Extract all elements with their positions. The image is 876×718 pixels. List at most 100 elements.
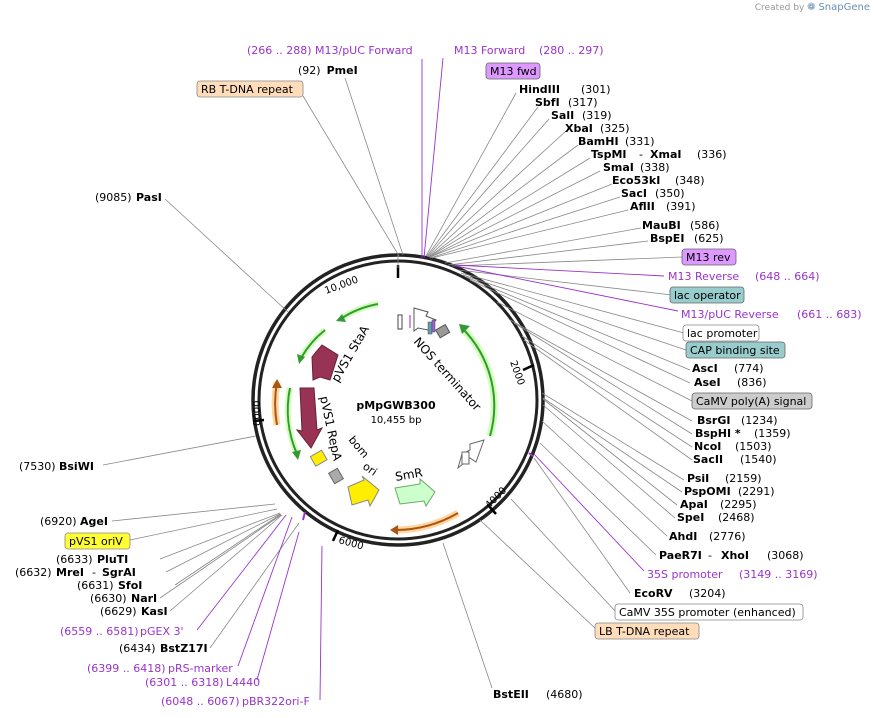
feature-box-label-camv35s: CaMV 35S promoter (enhanced) <box>619 606 796 619</box>
site-pos-pmei: (92) <box>298 64 321 77</box>
site-name-bsteii: BstEII <box>493 688 529 701</box>
site-tick-pvs1oriv <box>302 511 306 521</box>
feature-arc-green-left-mid-core <box>286 387 298 455</box>
feature-arc-green-top-left-head <box>336 314 346 322</box>
primer-name-m13-forward: M13 Forward <box>454 44 525 57</box>
feature-pvs1-staa-arrow <box>311 344 339 381</box>
site-pos-apai: (2295) <box>720 498 757 511</box>
site-name-agei: AgeI <box>80 515 108 528</box>
site-name-tspmi: TspMI <box>591 148 627 161</box>
site-pos-smai: (338) <box>640 161 670 174</box>
ruler-label-6000: 6000 <box>337 535 364 552</box>
site-name-eco53ki: Eco53kI <box>612 174 660 187</box>
site-pos-kasi: (6629) <box>100 605 137 618</box>
site-name-mrei: MreI <box>56 566 84 579</box>
site-name-sfoi: SfoI <box>118 579 142 592</box>
feature-yellow-box <box>309 449 328 467</box>
plasmid-name: pMpGWB300 <box>356 399 436 412</box>
feature-arc-green-right-core <box>461 327 496 437</box>
feature-arc-orange-bottom-head <box>390 525 398 535</box>
site-pos-ahdi: (2776) <box>709 530 746 543</box>
site-pos-pluti: (6633) <box>56 553 93 566</box>
site-name-pspomi: PspOMI <box>684 485 731 498</box>
feature-bom <box>327 467 345 485</box>
site-name-sbfi: SbfI <box>535 96 560 109</box>
feature-small-purple <box>431 319 436 333</box>
primer-pos-35s-promoter: (3149 .. 3169) <box>739 568 818 581</box>
feature-arc-orange-bottom <box>395 509 460 534</box>
site-name-bsphi: BspHI * <box>695 427 741 440</box>
primer-name-m13-puc-forward: M13/pUC Forward <box>315 44 413 57</box>
feature-arc-green-right-head <box>459 324 470 334</box>
site-pos-saci: (350) <box>655 187 685 200</box>
brand-created-by: Created by <box>754 3 805 13</box>
feature-smr-arrow <box>394 477 436 508</box>
feature-arc-green-right <box>459 325 498 437</box>
site-tick-right-1 <box>528 452 534 457</box>
site-name-bsrgi: BsrGI <box>697 414 730 427</box>
feature-arc-green-left-top-head <box>297 354 305 364</box>
site-pos-bstz17i: (6434) <box>119 642 156 655</box>
feature-box-label-pvs1-oriv: pVS1 oriV <box>69 535 123 548</box>
site-name-apai: ApaI <box>680 498 708 511</box>
feature-box-lb-tdna <box>594 622 700 640</box>
feature-label-smr: SmR <box>394 465 424 484</box>
feature-box-m13-rev <box>681 248 737 266</box>
site-name-asci: AscI <box>692 362 718 375</box>
site-pos-ncoi: (1503) <box>735 440 772 453</box>
primer-name-m13-reverse: M13 Reverse <box>668 270 739 283</box>
site-name-pasi: PasI <box>136 191 162 204</box>
feature-small-teal <box>427 321 433 335</box>
feature-box-label-rb-tdna: RB T-DNA repeat <box>201 83 294 96</box>
site-name-ahdi: AhdI <box>669 530 697 543</box>
site-name-bstz17i: BstZ17I <box>160 642 208 655</box>
primer-pos-m13-reverse: (648 .. 664) <box>755 270 820 283</box>
primer-pos-prs-marker: (6399 .. 6418) <box>87 662 166 675</box>
primer-pos-m13-puc-forward: (266 .. 288) <box>247 44 312 57</box>
site-pos-bsteii: (4680) <box>546 688 583 701</box>
site-pos-tspmi: (336) <box>697 148 727 161</box>
feature-box-label-lac-operator: lac operator <box>674 289 741 302</box>
primer-name-prs-marker: pRS-marker <box>168 662 233 675</box>
primer-pos-pgex3: (6559 .. 6581) <box>60 625 139 638</box>
primer-pos-m13-forward: (280 .. 297) <box>539 44 604 57</box>
feature-box-cap-binding <box>685 341 786 359</box>
site-name-pluti: PluTI <box>97 553 128 566</box>
site-pos-sfoi: (6631) <box>77 579 114 592</box>
site-name-sali: SalI <box>551 109 574 122</box>
site-pos-sbfi: (317) <box>568 96 598 109</box>
primer-name-l4440: L4440 <box>226 676 260 689</box>
feature-label-ori: ori <box>360 460 379 479</box>
snapgene-brand: Created by ❁ SnapGene <box>755 2 870 13</box>
feature-box-m13-fwd <box>485 62 541 80</box>
feature-small-gray-1 <box>434 323 451 339</box>
site-name-asei: AseI <box>694 376 721 389</box>
site-pos-ecorv: (3204) <box>689 587 726 600</box>
site-pos-asci: (774) <box>734 362 764 375</box>
site-labels-left: (9085) PasI (7530) BsiWI (6920) AgeI (66… <box>15 191 208 655</box>
site-sep-mrei: - <box>92 566 96 579</box>
feature-box-label-lac-promoter: lac promoter <box>687 327 758 340</box>
site-pos-psii: (2159) <box>725 472 762 485</box>
primer-name-pbr322ori-f: pBR322ori-F <box>242 695 310 708</box>
site-name-xmai: XmaI <box>650 148 681 161</box>
site-name-xbai: XbaI <box>565 122 593 135</box>
site-pos-bamhi: (331) <box>625 135 655 148</box>
site-pos-xbai: (325) <box>600 122 630 135</box>
feature-ori-arrow <box>347 475 380 508</box>
feature-boxes: RB T-DNA repeat M13 fwd M13 rev lac oper… <box>64 62 813 640</box>
site-pos-sali: (319) <box>582 109 612 122</box>
snapgene-logo-icon: ❁ <box>807 2 816 13</box>
ruler-tick-8000 <box>252 418 265 423</box>
site-pos-eco53ki: (348) <box>675 174 705 187</box>
site-name-saci: SacI <box>621 187 647 200</box>
primer-labels: (266 .. 288) M13/pUC Forward M13 Forward… <box>60 44 862 708</box>
site-name-aflii: AflII <box>630 200 655 213</box>
site-name-pmei: PmeI <box>327 64 358 77</box>
ruler-tick-4000 <box>487 504 497 515</box>
site-pos-spei: (2468) <box>718 511 755 524</box>
feature-box-label-m13-fwd: M13 fwd <box>490 65 537 78</box>
ruler-label-2000: 2000 <box>507 359 526 387</box>
feature-label-bom: bom <box>346 434 372 461</box>
